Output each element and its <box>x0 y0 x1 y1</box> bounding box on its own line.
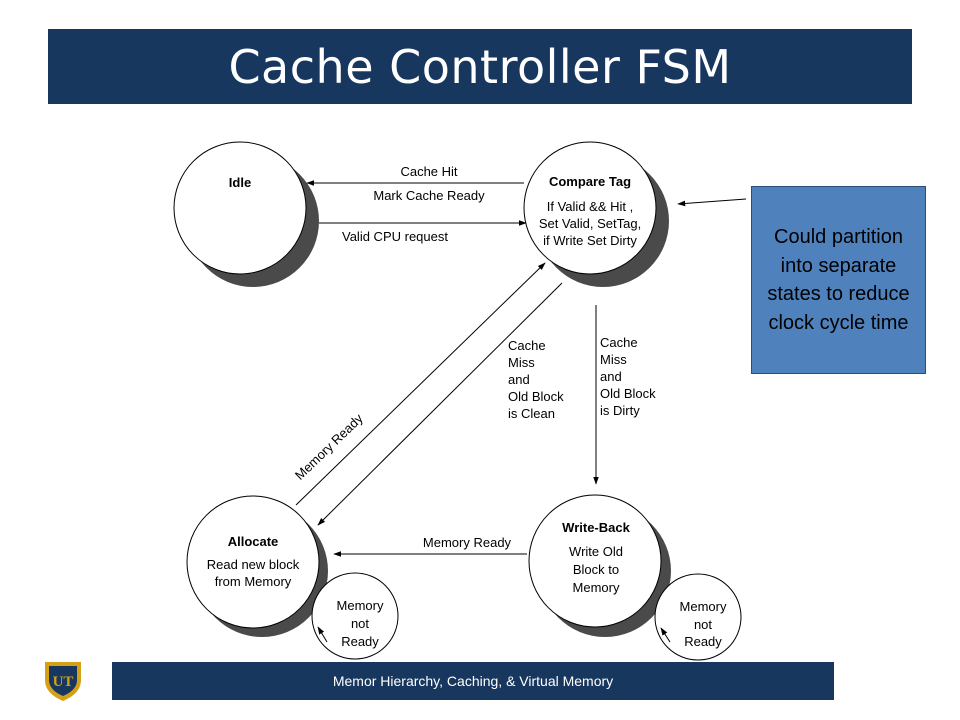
state-allocate-line-2: from Memory <box>215 574 292 589</box>
state-write-back: Write-Back Write Old Block to Memory <box>528 494 662 628</box>
transition-miss-clean-line-3: and <box>508 372 530 387</box>
svg-text:UT: UT <box>53 674 74 690</box>
self-loop-allocate-line-3: Ready <box>341 634 379 649</box>
state-compare-tag-line-1: If Valid && Hit , <box>547 199 633 214</box>
self-loop-write-back-line-3: Ready <box>684 634 722 649</box>
transition-miss-clean-line-4: Old Block <box>508 389 564 404</box>
transition-miss-dirty-line-3: and <box>600 369 622 384</box>
transition-cache-hit: Cache Hit Mark Cache Ready <box>306 164 524 203</box>
self-loop-allocate-line-1: Memory <box>337 598 384 613</box>
transition-miss-clean-line-2: Miss <box>508 355 535 370</box>
state-compare-tag-line-3: if Write Set Dirty <box>543 233 637 248</box>
transition-miss-dirty-line-5: is Dirty <box>600 403 640 418</box>
university-shield-logo: UT <box>45 662 81 701</box>
transition-memory-ready-write-back: Memory Ready <box>333 535 527 557</box>
state-write-back-name: Write-Back <box>562 520 630 535</box>
state-idle-name: Idle <box>229 175 251 190</box>
transition-memory-ready-allocate-label: Memory Ready <box>292 410 366 482</box>
callout-text: Could partition into separate states to … <box>767 226 910 334</box>
transition-cache-hit-line-1: Cache Hit <box>400 164 457 179</box>
transition-miss-dirty: Cache Miss and Old Block is Dirty <box>593 305 656 485</box>
self-loop-write-back: Memory not Ready <box>654 573 742 661</box>
state-write-back-line-3: Memory <box>573 580 620 595</box>
transition-cache-hit-line-2: Mark Cache Ready <box>373 188 485 203</box>
state-write-back-line-1: Write Old <box>569 544 623 559</box>
state-allocate-line-1: Read new block <box>207 557 300 572</box>
slide-title: Cache Controller FSM <box>228 39 732 94</box>
footer-text: Memor Hierarchy, Caching, & Virtual Memo… <box>332 673 614 689</box>
state-allocate-name: Allocate <box>228 534 279 549</box>
state-idle: Idle <box>173 141 307 275</box>
self-loop-write-back-line-2: not <box>694 617 712 632</box>
title-banner: Cache Controller FSM <box>48 29 912 104</box>
transition-miss-clean: Cache Miss and Old Block is Clean <box>317 282 564 526</box>
transition-valid-cpu-request-label: Valid CPU request <box>342 229 448 244</box>
transition-memory-ready-write-back-label: Memory Ready <box>423 535 512 550</box>
transition-miss-dirty-line-1: Cache <box>600 335 638 350</box>
transition-miss-dirty-line-4: Old Block <box>600 386 656 401</box>
footer-banner: Memor Hierarchy, Caching, & Virtual Memo… <box>112 662 834 700</box>
self-loop-allocate-line-2: not <box>351 616 369 631</box>
transition-miss-clean-line-1: Cache <box>508 338 546 353</box>
transition-valid-cpu-request: Valid CPU request <box>319 220 527 244</box>
transition-miss-clean-line-5: is Clean <box>508 406 555 421</box>
state-allocate: Allocate Read new block from Memory <box>186 495 320 629</box>
transition-miss-dirty-line-2: Miss <box>600 352 627 367</box>
self-loop-allocate: Memory not Ready <box>311 572 399 660</box>
state-compare-tag-line-2: Set Valid, SetTag, <box>539 216 641 231</box>
self-loop-write-back-line-1: Memory <box>680 599 727 614</box>
state-compare-tag-name: Compare Tag <box>549 174 631 189</box>
state-compare-tag: Compare Tag If Valid && Hit , Set Valid,… <box>523 141 657 275</box>
callout-box: Could partition into separate states to … <box>751 186 926 374</box>
state-write-back-line-2: Block to <box>573 562 619 577</box>
callout-pointer-arrow <box>677 198 747 207</box>
